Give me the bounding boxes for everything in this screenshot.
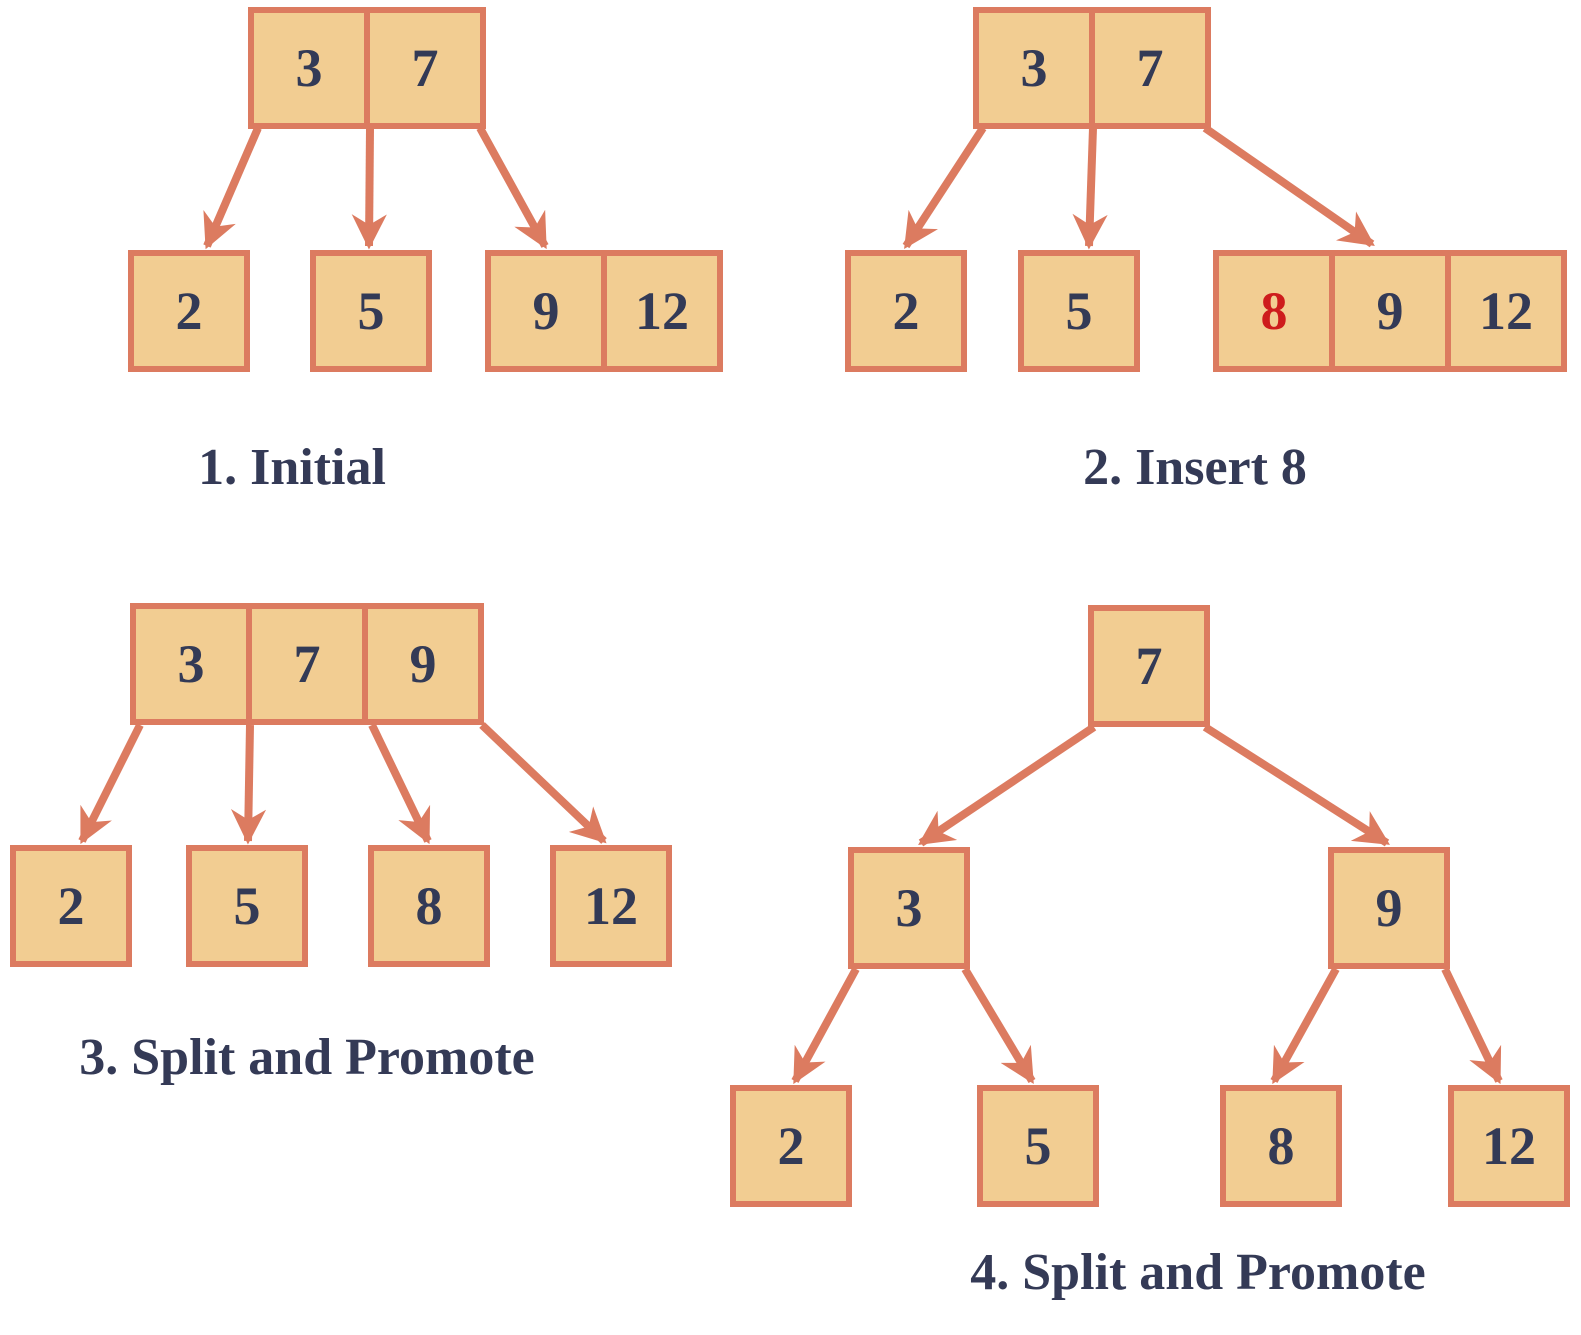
d1-root-key-3: 3 bbox=[248, 7, 370, 129]
d2-leaf-2: 2 bbox=[845, 250, 967, 372]
d2-root-key-7: 7 bbox=[1089, 7, 1211, 129]
d3-key-12: 12 bbox=[550, 845, 672, 967]
d2-key-5: 5 bbox=[1018, 250, 1140, 372]
d1-key-2: 2 bbox=[128, 250, 250, 372]
d3-key-2: 2 bbox=[10, 845, 132, 967]
d1-arrow-root-to-9-12 bbox=[476, 126, 549, 250]
d4-key-5: 5 bbox=[977, 1085, 1099, 1207]
d3-key-8: 8 bbox=[368, 845, 490, 967]
d4-leaf-8: 8 bbox=[1220, 1085, 1342, 1207]
d4-arrow-root-to-3 bbox=[918, 723, 1097, 847]
d2-root-node: 3 7 bbox=[973, 7, 1211, 129]
d2-arrow-root-to-2 bbox=[902, 125, 987, 249]
d3-leaf-8: 8 bbox=[368, 845, 490, 967]
d1-key-9: 9 bbox=[485, 250, 607, 372]
d1-key-12: 12 bbox=[601, 250, 723, 372]
d4-key-12: 12 bbox=[1448, 1085, 1570, 1207]
d2-root-key-3: 3 bbox=[973, 7, 1095, 129]
d2-leaf-5: 5 bbox=[1018, 250, 1140, 372]
diagram1-caption: 1. Initial bbox=[198, 439, 386, 496]
d2-arrow-root-to-5 bbox=[1072, 127, 1108, 250]
d4-arrow-9-to-12 bbox=[1441, 967, 1503, 1085]
d4-key-2: 2 bbox=[730, 1085, 852, 1207]
d1-key-5: 5 bbox=[310, 250, 432, 372]
d4-key-8: 8 bbox=[1220, 1085, 1342, 1207]
d4-root-node: 7 bbox=[1088, 605, 1210, 727]
d1-arrow-root-to-2 bbox=[203, 126, 262, 250]
diagram4-caption: 4. Split and Promote bbox=[970, 1244, 1426, 1301]
d4-arrow-3-to-5 bbox=[961, 966, 1036, 1085]
d3-key-5: 5 bbox=[186, 845, 308, 967]
d2-leaf-8-9-12: 8 9 12 bbox=[1213, 250, 1567, 372]
d3-root-key-9: 9 bbox=[362, 603, 484, 725]
d4-arrow-9-to-8 bbox=[1270, 967, 1340, 1085]
d2-key-8-inserted: 8 bbox=[1213, 250, 1335, 372]
d1-leaf-5: 5 bbox=[310, 250, 432, 372]
d4-key-3: 3 bbox=[848, 847, 970, 969]
d3-leaf-2: 2 bbox=[10, 845, 132, 967]
diagram3-caption: 3. Split and Promote bbox=[79, 1029, 535, 1086]
d4-internal-3: 3 bbox=[848, 847, 970, 969]
d4-arrow-3-to-2 bbox=[791, 967, 860, 1085]
d3-leaf-12: 12 bbox=[550, 845, 672, 967]
d1-leaf-9-12: 9 12 bbox=[485, 250, 723, 372]
d2-key-2: 2 bbox=[845, 250, 967, 372]
d4-key-9: 9 bbox=[1328, 847, 1450, 969]
d2-arrow-root-to-8-9-12 bbox=[1202, 124, 1375, 248]
d4-root-key-7: 7 bbox=[1088, 605, 1210, 727]
d4-leaf-12: 12 bbox=[1448, 1085, 1570, 1207]
d4-leaf-5: 5 bbox=[977, 1085, 1099, 1207]
d4-leaf-2: 2 bbox=[730, 1085, 852, 1207]
d3-root-key-3: 3 bbox=[130, 603, 252, 725]
d1-root-node: 3 7 bbox=[248, 7, 486, 129]
d3-arrow-root-to-12 bbox=[479, 722, 607, 844]
d4-internal-9: 9 bbox=[1328, 847, 1450, 969]
d3-arrow-root-to-2 bbox=[78, 723, 144, 845]
d3-root-node: 3 7 9 bbox=[130, 603, 484, 725]
d2-key-9: 9 bbox=[1329, 250, 1451, 372]
d1-arrow-root-to-5 bbox=[351, 127, 387, 250]
d3-leaf-5: 5 bbox=[186, 845, 308, 967]
d3-arrow-root-to-5 bbox=[230, 724, 267, 845]
d3-arrow-root-to-8 bbox=[368, 723, 432, 845]
d3-root-key-7: 7 bbox=[246, 603, 368, 725]
d2-key-12: 12 bbox=[1445, 250, 1567, 372]
d4-arrow-root-to-9 bbox=[1202, 723, 1390, 847]
diagram2-caption: 2. Insert 8 bbox=[1083, 439, 1307, 496]
d1-leaf-2: 2 bbox=[128, 250, 250, 372]
d1-root-key-7: 7 bbox=[364, 7, 486, 129]
